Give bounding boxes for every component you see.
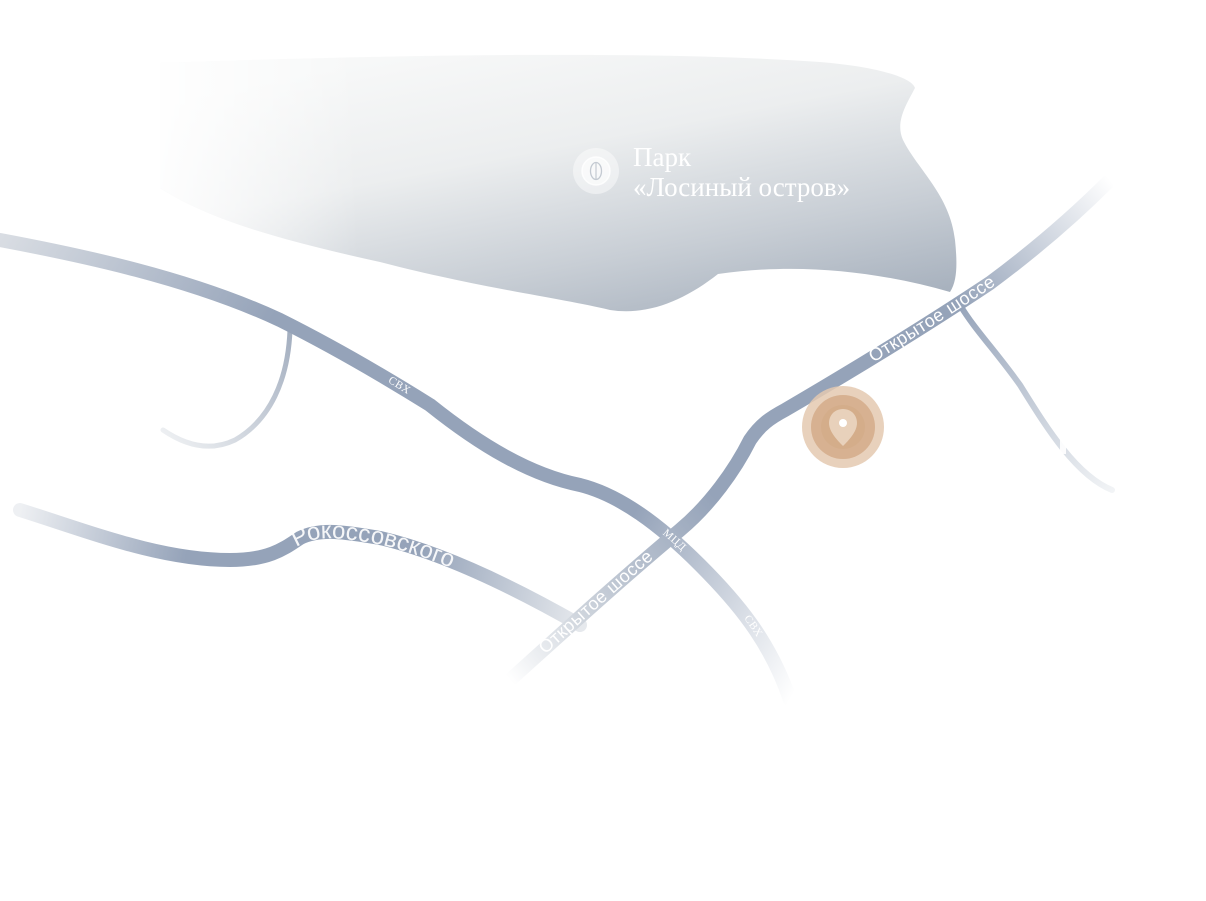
road-svh: [0, 233, 797, 707]
location-marker[interactable]: [802, 386, 884, 468]
park-area: [160, 54, 957, 312]
label-otkrytoe-lower: Открытое шоссе: [535, 546, 657, 658]
label-rokossovskogo: Рокоссовского: [287, 517, 460, 574]
park-icon-group[interactable]: [573, 148, 619, 194]
road-hook-west: [160, 327, 293, 449]
leaf-icon: [589, 161, 603, 181]
hidden-label-fragment: [1060, 440, 1066, 454]
location-pin-icon: [829, 409, 857, 446]
road-rokossovskogo: [13, 503, 587, 632]
road-otkrytoe-shosse: [503, 173, 1117, 687]
road-branch-east: [957, 302, 1115, 493]
park-name-line1: Парк: [633, 142, 692, 172]
park-left-fade: [160, 54, 957, 312]
park-name-line2: «Лосиный остров»: [633, 172, 850, 202]
